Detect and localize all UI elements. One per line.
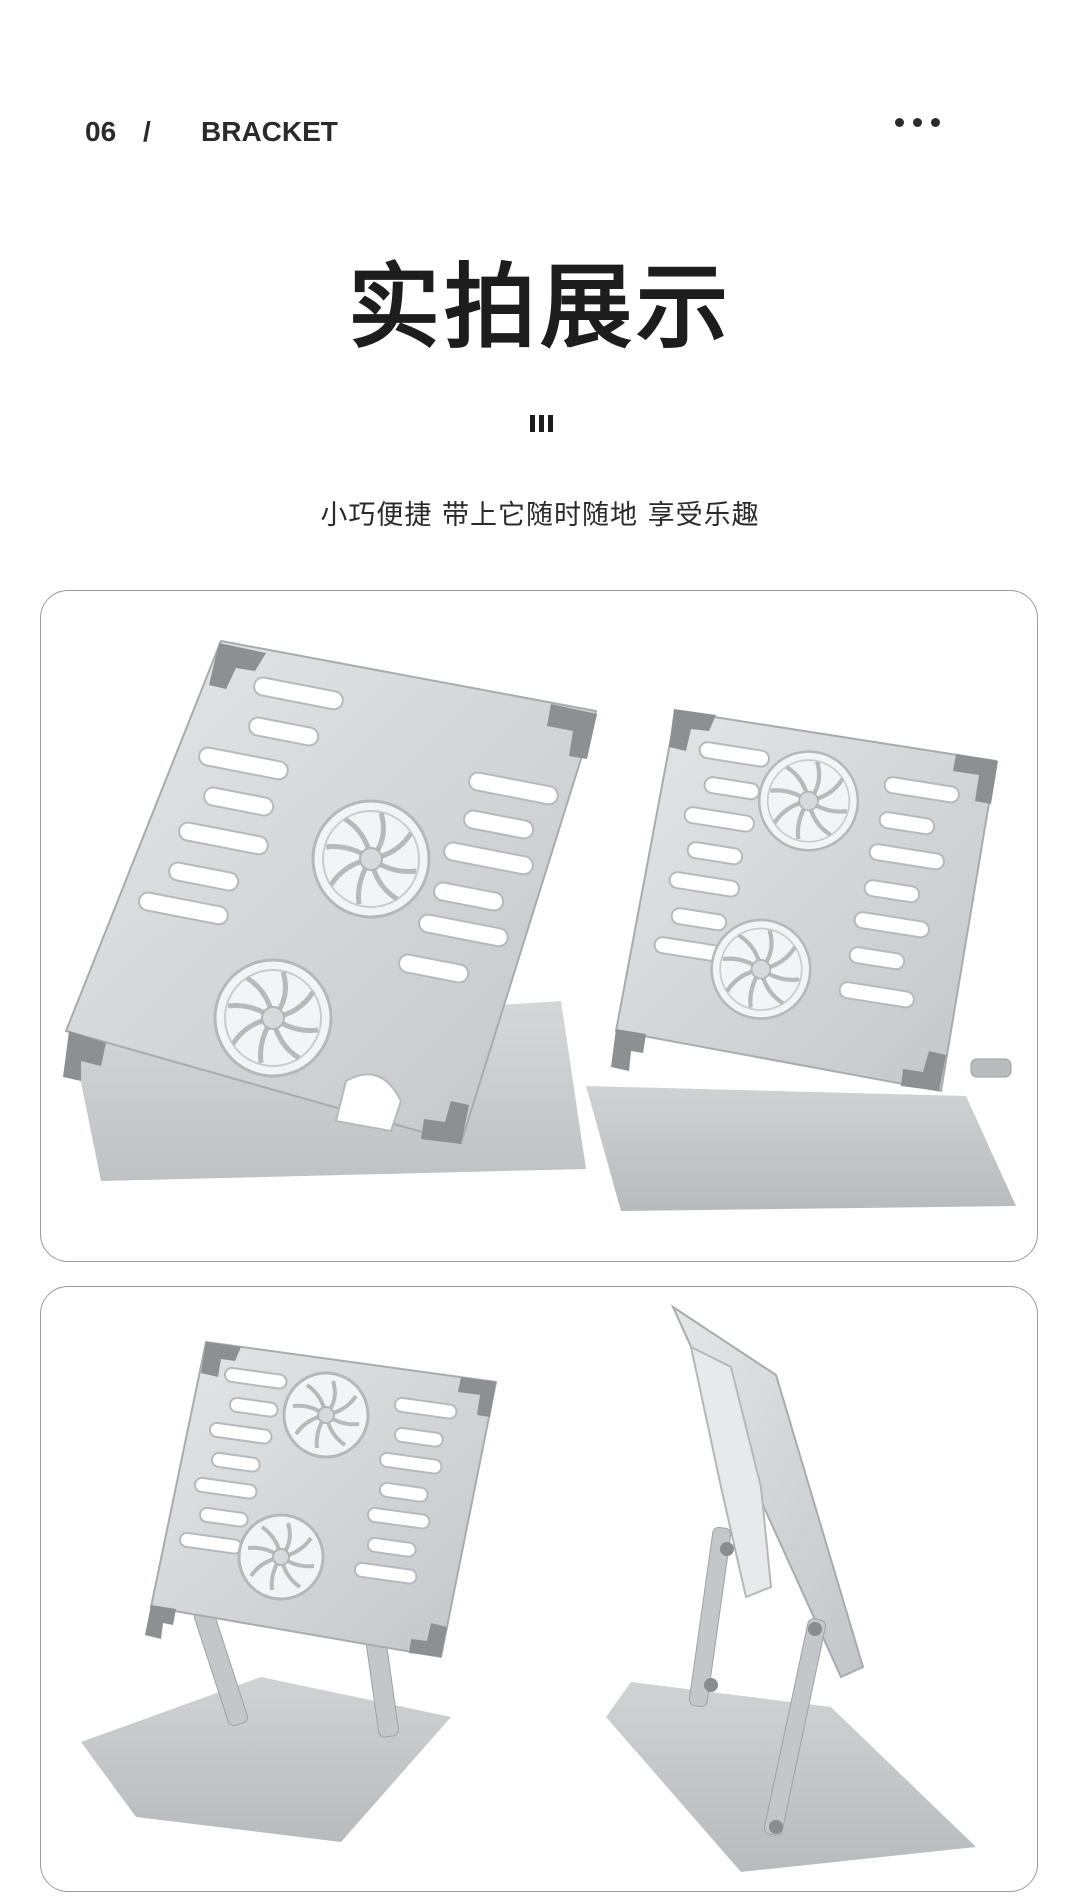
laptop-stand-photo-icon xyxy=(63,639,1016,1211)
laptop-stand-angle-photo-icon xyxy=(81,1304,976,1872)
photo-panel-2 xyxy=(40,1286,1038,1892)
section-header: 06 / BRACKET xyxy=(85,112,338,152)
section-label: BRACKET xyxy=(201,116,338,147)
photo-panel-1 xyxy=(40,590,1038,1262)
page-subtitle: 小巧便捷 带上它随时随地 享受乐趣 xyxy=(320,500,760,531)
more-icon xyxy=(895,118,940,127)
section-separator: / xyxy=(143,116,151,147)
page-title: 实拍展示 xyxy=(347,254,732,361)
section-number: 06 xyxy=(85,116,117,147)
divider-bars-icon xyxy=(530,415,553,432)
